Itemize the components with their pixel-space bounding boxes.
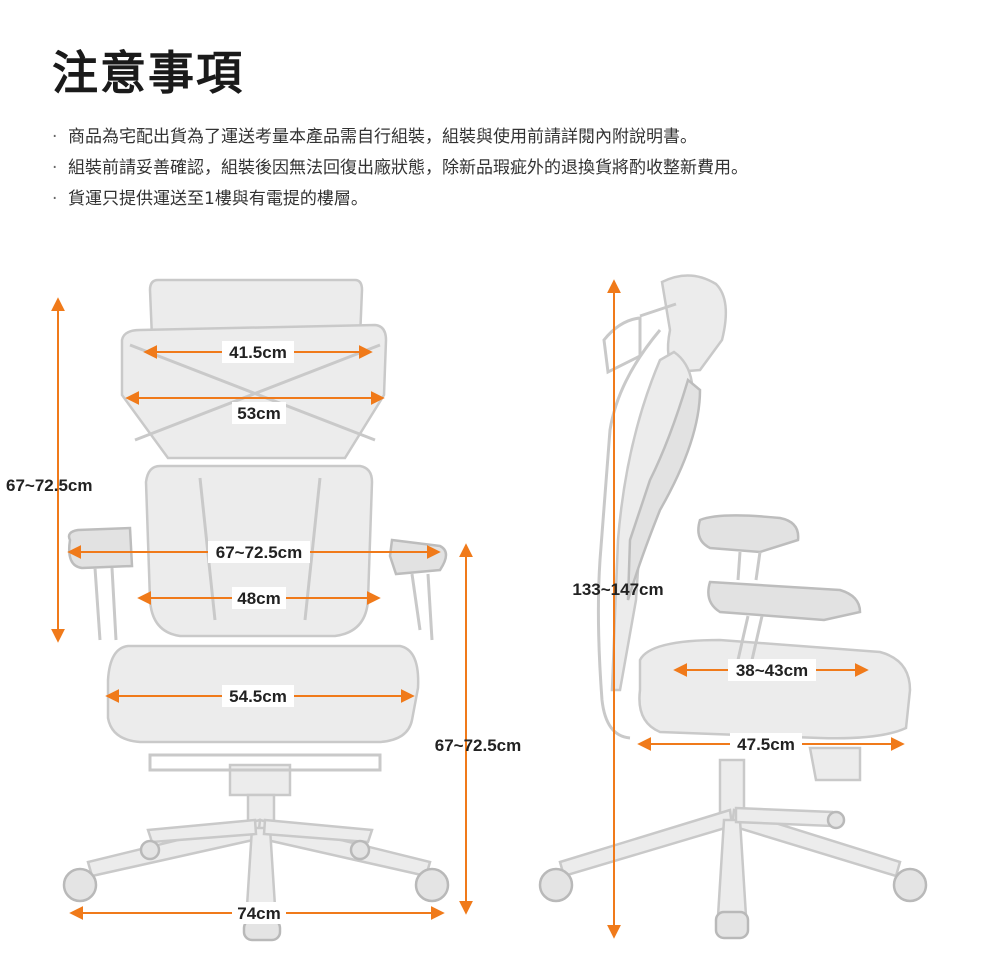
- base-width-label: 74cm: [237, 904, 280, 923]
- page-title: 注意事項: [52, 46, 244, 100]
- armrest-span-label: 67~72.5cm: [216, 543, 303, 562]
- back-height-label: 67~72.5cm: [6, 476, 93, 495]
- bullet: ·: [52, 189, 58, 209]
- back-width-label: 53cm: [237, 404, 280, 423]
- headrest-width-label: 41.5cm: [229, 343, 287, 362]
- notice-item: · 商品為宅配出貨為了運送考量本產品需自行組裝，組裝與使用前請詳閱內附說明書。: [52, 122, 748, 153]
- seat-width-label: 54.5cm: [229, 687, 287, 706]
- notice-text: 組裝前請妥善確認，組裝後因無法回復出廠狀態，除新品瑕疵外的退換貨將酌收整新費用。: [68, 158, 748, 178]
- bullet: ·: [52, 158, 58, 178]
- notice-text: 商品為宅配出貨為了運送考量本產品需自行組裝，組裝與使用前請詳閱內附說明書。: [68, 127, 697, 147]
- notice-item: · 貨運只提供運送至1樓與有電提的樓層。: [52, 184, 748, 215]
- seat-depth-label: 38~43cm: [736, 661, 808, 680]
- depth-label: 47.5cm: [737, 735, 795, 754]
- bullet: ·: [52, 127, 58, 147]
- side-chair-illustration: [538, 274, 928, 940]
- lumbar-width-label: 48cm: [237, 589, 280, 608]
- total-height-label: 133~147cm: [572, 580, 663, 599]
- notice-item: · 組裝前請妥善確認，組裝後因無法回復出廠狀態，除新品瑕疵外的退換貨將酌收整新費用…: [52, 153, 748, 184]
- notice-text: 貨運只提供運送至1樓與有電提的樓層。: [68, 189, 368, 209]
- front-chair-illustration: [62, 278, 450, 942]
- notice-list: · 商品為宅配出貨為了運送考量本產品需自行組裝，組裝與使用前請詳閱內附說明書。 ·…: [52, 122, 748, 215]
- seat-height-label: 67~72.5cm: [435, 736, 522, 755]
